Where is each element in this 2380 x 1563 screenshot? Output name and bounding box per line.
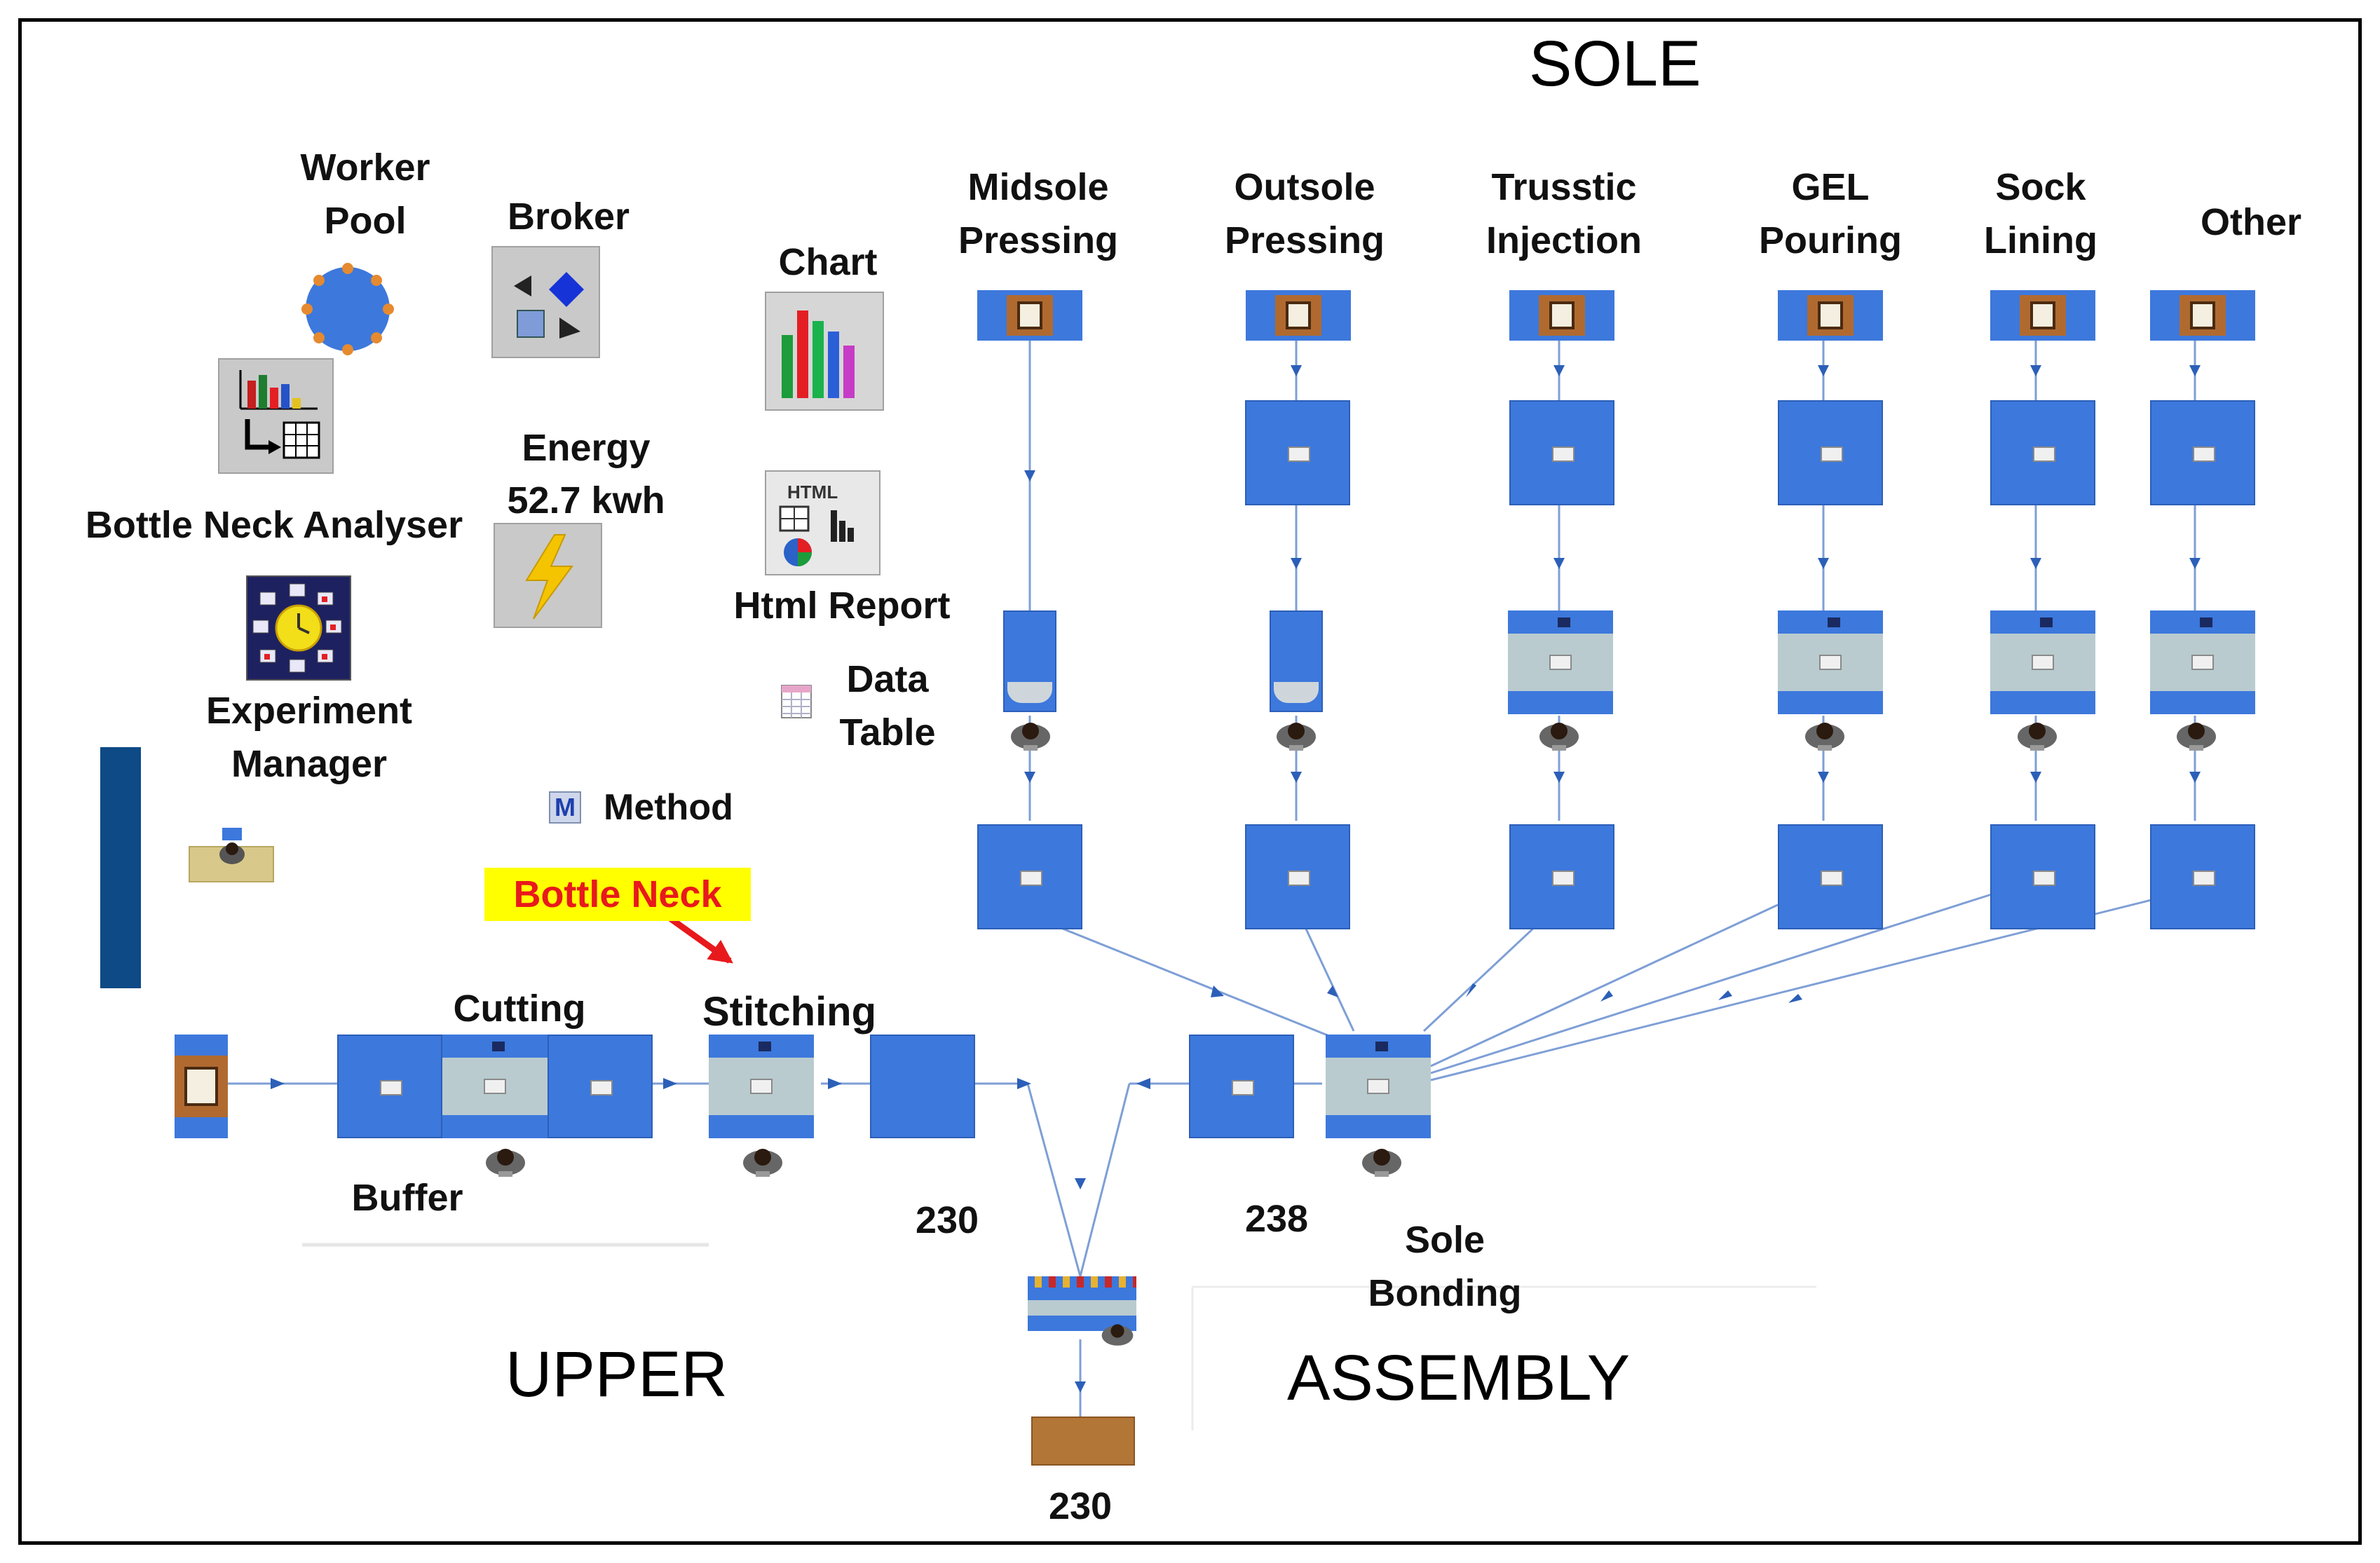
process-label-gel: GEL Pouring	[1759, 166, 1902, 261]
station-gel[interactable]	[1778, 610, 1883, 714]
broker-label: Broker	[507, 196, 630, 238]
press-midsole[interactable]	[1003, 610, 1056, 712]
sink-finished-goods[interactable]	[1031, 1417, 1135, 1466]
buffer-sock-1[interactable]	[1990, 400, 2095, 505]
buffer-outsole-1[interactable]	[1245, 400, 1350, 505]
energy-icon[interactable]	[494, 523, 602, 628]
source-outsole[interactable]	[1246, 290, 1351, 341]
station-sole-bonding[interactable]	[1326, 1035, 1431, 1138]
buffer-sock-2[interactable]	[1990, 824, 2095, 929]
process-label-sock: Sock Lining	[1984, 166, 2097, 261]
source-gel[interactable]	[1778, 290, 1883, 341]
method-icon[interactable]: M	[549, 791, 581, 824]
worker-icon	[743, 1149, 782, 1177]
station-stitching[interactable]	[709, 1035, 814, 1138]
buffer-gel-1[interactable]	[1778, 400, 1883, 505]
buffer-upper-output[interactable]	[870, 1035, 975, 1138]
station-sock[interactable]	[1990, 610, 2095, 714]
diagram-frame: SOLE UPPER ASSEMBLY Worker Pool Broker C…	[18, 18, 2362, 1545]
worker-icon	[1011, 723, 1050, 751]
side-bar	[100, 747, 141, 988]
worker-pool-icon[interactable]	[295, 260, 400, 358]
experiment-manager-label: Experiment Manager	[205, 690, 413, 785]
worker-icon	[1277, 723, 1316, 751]
section-title-assembly: ASSEMBLY	[1287, 1342, 1631, 1414]
station-other[interactable]	[2150, 610, 2255, 714]
svg-text:HTML: HTML	[787, 482, 838, 503]
buffer-gel-2[interactable]	[1778, 824, 1883, 929]
label-stitching: Stitching	[702, 989, 877, 1035]
chart-label: Chart	[778, 241, 878, 283]
section-title-upper: UPPER	[505, 1339, 728, 1410]
source-sock[interactable]	[1990, 290, 2095, 341]
source-other[interactable]	[2150, 290, 2255, 341]
data-table-label: Data Table	[839, 658, 936, 753]
buffer-outsole-2[interactable]	[1245, 824, 1350, 929]
energy-value: 52.7 kwh	[507, 479, 665, 521]
label-cutting: Cutting	[453, 988, 586, 1030]
process-label-midsole: Midsole Pressing	[958, 166, 1119, 261]
method-label: Method	[604, 787, 733, 828]
buffer-midsole-2[interactable]	[977, 824, 1082, 929]
process-label-trusstic: Trusstic Injection	[1485, 166, 1642, 261]
experiment-manager-icon[interactable]	[246, 575, 351, 681]
buffer-upper[interactable]	[337, 1035, 442, 1138]
upper-count: 230	[915, 1199, 979, 1241]
buffer-trusstic-2[interactable]	[1509, 824, 1614, 929]
method-glyph: M	[555, 793, 576, 821]
label-sole-bonding: Sole Bonding	[1368, 1219, 1522, 1314]
bottleneck-analyser-label: Bottle Neck Analyser	[85, 504, 463, 546]
buffer-other-2[interactable]	[2150, 824, 2255, 929]
worker-icon	[1101, 1324, 1134, 1346]
idle-worker-station[interactable]	[189, 828, 274, 887]
buffer-after-cutting[interactable]	[548, 1035, 653, 1138]
chart-icon[interactable]	[765, 292, 884, 411]
data-table-icon[interactable]	[780, 684, 812, 719]
worker-pool-label: Worker Pool	[300, 146, 430, 242]
worker-icon	[486, 1149, 525, 1177]
label-buffer: Buffer	[351, 1177, 463, 1219]
final-count: 230	[1048, 1485, 1113, 1527]
press-outsole[interactable]	[1270, 610, 1323, 712]
broker-icon[interactable]	[491, 246, 600, 358]
energy-title: Energy	[522, 427, 651, 469]
bottleneck-note: Bottle Neck	[484, 868, 751, 921]
source-upper[interactable]	[175, 1035, 228, 1138]
bottleneck-analyser-icon[interactable]	[218, 358, 334, 474]
process-label-outsole: Outsole Pressing	[1224, 166, 1385, 261]
worker-icon	[1805, 723, 1844, 751]
station-trusstic[interactable]	[1508, 610, 1613, 714]
station-cutting[interactable]	[442, 1035, 548, 1138]
html-report-label: Html Report	[733, 585, 951, 627]
html-report-icon[interactable]: HTML	[765, 470, 880, 575]
worker-icon	[2018, 723, 2057, 751]
section-title-sole: SOLE	[1529, 28, 1701, 100]
source-trusstic[interactable]	[1509, 290, 1614, 341]
source-midsole[interactable]	[977, 290, 1082, 341]
worker-icon	[1362, 1149, 1401, 1177]
buffer-sole-output[interactable]	[1189, 1035, 1294, 1138]
worker-icon	[2177, 723, 2216, 751]
sole-count: 238	[1244, 1198, 1309, 1240]
buffer-other-1[interactable]	[2150, 400, 2255, 505]
worker-icon	[1539, 723, 1579, 751]
flow-connectors	[225, 340, 2201, 1431]
buffer-trusstic-1[interactable]	[1509, 400, 1614, 505]
worker-icon	[219, 828, 245, 864]
process-label-other: Other	[2200, 201, 2302, 243]
